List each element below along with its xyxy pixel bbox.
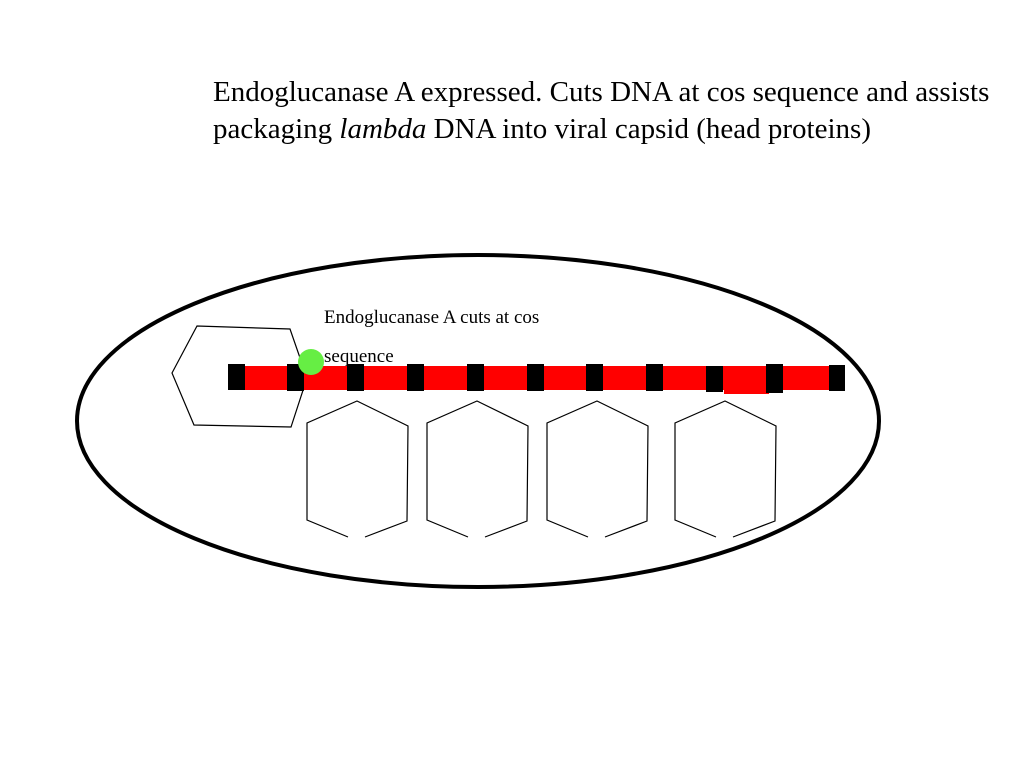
enzyme-label-line2: sequence [324, 346, 394, 367]
cos-site [467, 364, 484, 391]
cos-site [586, 364, 603, 391]
cos-site [287, 364, 304, 391]
empty-capsids [306, 400, 777, 538]
cos-site [646, 364, 663, 391]
cos-site [527, 364, 544, 391]
empty-capsid [306, 400, 409, 538]
slide-title: Endoglucanase A expressed. Cuts DNA at c… [213, 74, 1003, 148]
cos-site [228, 364, 245, 390]
empty-capsid [426, 400, 529, 538]
endoglucanase-enzyme [298, 349, 324, 375]
filled-capsid [171, 325, 308, 428]
cos-site [829, 365, 845, 391]
cos-site [766, 364, 783, 393]
host-cell [75, 253, 881, 589]
lambda-dna-segment [724, 367, 769, 394]
title-italic-lambda: lambda [339, 113, 427, 145]
cos-site [347, 364, 364, 391]
enzyme-label-line1: Endoglucanase A cuts at cos [324, 307, 539, 328]
cos-site [407, 364, 424, 391]
empty-capsid [546, 400, 649, 538]
cos-sites [228, 364, 845, 393]
empty-capsid [674, 400, 777, 538]
title-text-part1: Endoglucanase A expressed. Cuts DNA at c… [213, 76, 990, 145]
cos-site [706, 366, 723, 392]
title-text-part2: DNA into viral capsid (head proteins) [426, 113, 871, 145]
